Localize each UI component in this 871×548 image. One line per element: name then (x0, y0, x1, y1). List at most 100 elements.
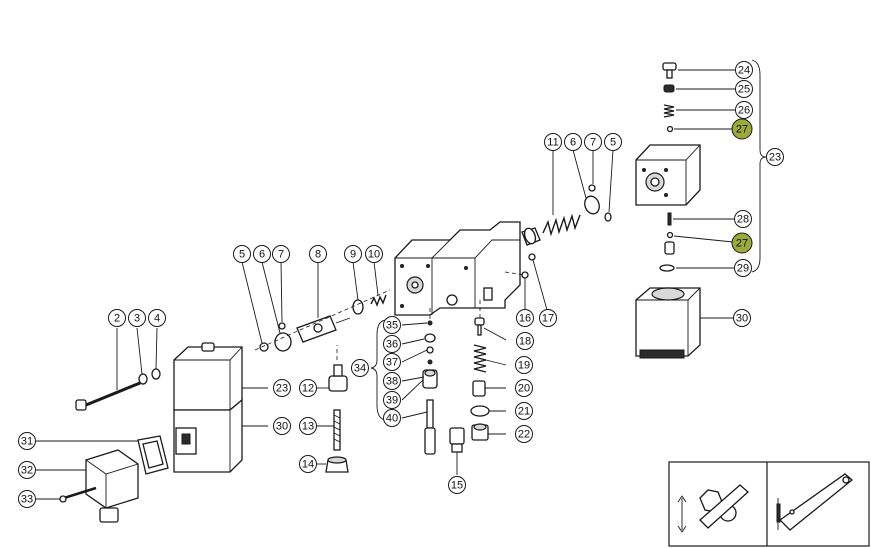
callout-circle (515, 402, 533, 420)
callout-label: 17 (542, 313, 554, 325)
callout-label: 32 (21, 465, 33, 477)
ring-part-7a (278, 322, 286, 330)
callout-circle (108, 309, 126, 327)
seal-ring-part (659, 264, 675, 272)
callout-circle (604, 133, 622, 151)
ring-part-9 (352, 299, 364, 315)
callout-label: 15 (451, 480, 463, 492)
callout-8: 8 (309, 245, 327, 263)
sleeve-part-20 (472, 380, 486, 397)
callout-29: 29 (734, 259, 752, 277)
callout-10: 10 (365, 245, 383, 263)
ring-part-7b (588, 184, 596, 192)
callout-28: 28 (734, 210, 752, 228)
callout-circle (253, 245, 271, 263)
callout-label: 30 (276, 421, 288, 433)
callout-6: 6 (253, 245, 271, 263)
washer-part-3 (138, 373, 148, 385)
o-ring-part-37 (426, 346, 434, 354)
plug-part-16 (521, 271, 529, 279)
callout-17: 17 (539, 309, 557, 327)
callout-circle (383, 372, 401, 390)
callout-label: 29 (737, 263, 749, 275)
callout-23: 23 (766, 148, 784, 166)
spring-part-10 (370, 294, 387, 307)
insert-part-39 (422, 369, 438, 389)
callout-circle (128, 309, 146, 327)
callout-32: 32 (18, 461, 36, 479)
callout-circle (18, 461, 36, 479)
callout-label: 5 (239, 249, 245, 261)
callout-30: 30 (733, 309, 751, 327)
callout-7: 7 (584, 133, 602, 151)
screw-part-18 (474, 317, 485, 336)
fitting-part-15 (449, 427, 465, 475)
callout-39: 39 (383, 391, 401, 409)
callout-circle (273, 379, 291, 397)
callout-20: 20 (515, 379, 533, 397)
callout-label: 23 (276, 383, 288, 395)
callout-33: 33 (18, 490, 36, 508)
callout-circle (351, 359, 369, 377)
callout-9: 9 (344, 245, 362, 263)
callout-circle (734, 210, 752, 228)
callout-circle (18, 490, 36, 508)
callout-22: 22 (515, 425, 533, 443)
piston-spring-part (521, 213, 581, 246)
callout-circle (544, 133, 562, 151)
detail-inset (668, 461, 870, 547)
callout-circle (515, 356, 533, 374)
callout-circle (383, 353, 401, 371)
callout-circle (299, 417, 317, 435)
callout-circle (344, 245, 362, 263)
callout-27: 27 (731, 118, 753, 140)
screw-part-13 (333, 409, 341, 451)
valve-block-part (635, 144, 701, 206)
callout-label: 23 (769, 152, 781, 164)
callout-label: 24 (738, 65, 750, 77)
callout-circle (735, 80, 753, 98)
bolt-part (662, 62, 677, 79)
callout-label: 4 (154, 313, 160, 325)
callout-circle (733, 309, 751, 327)
pin-part (667, 212, 672, 226)
fitting-part-22 (471, 423, 489, 441)
callout-5: 5 (604, 133, 622, 151)
callout-label: 6 (259, 249, 265, 261)
callout-label: 25 (738, 84, 750, 96)
callout-11: 11 (544, 133, 562, 151)
callout-25: 25 (735, 80, 753, 98)
callout-circle (383, 316, 401, 334)
callout-circle (731, 118, 753, 140)
callout-7: 7 (272, 245, 290, 263)
callout-27: 27 (731, 232, 753, 254)
callout-label: 30 (736, 313, 748, 325)
callout-label: 37 (386, 357, 398, 369)
spring-part (663, 104, 675, 118)
callout-circle (148, 309, 166, 327)
callout-label: 31 (21, 436, 33, 448)
spring-part-19 (473, 344, 487, 373)
callout-circle (273, 417, 291, 435)
callout-label: 20 (518, 383, 530, 395)
callout-label: 7 (590, 137, 596, 149)
valve-spool-part (296, 315, 351, 343)
ball-part-38 (427, 359, 433, 365)
ring-part-6b (584, 195, 600, 215)
callout-label: 2 (114, 313, 120, 325)
callout-label: 8 (315, 249, 321, 261)
main-valve-housing (394, 221, 521, 316)
callout-label: 38 (386, 376, 398, 388)
solenoid-coil-part (635, 287, 701, 359)
callout-label: 7 (278, 249, 284, 261)
callout-label: 3 (134, 313, 140, 325)
callout-23: 23 (273, 379, 291, 397)
callout-label: 13 (302, 421, 314, 433)
callout-label: 33 (21, 494, 33, 506)
callout-circle (299, 455, 317, 473)
callout-label: 5 (610, 137, 616, 149)
callout-31: 31 (18, 432, 36, 450)
callout-circle (584, 133, 602, 151)
